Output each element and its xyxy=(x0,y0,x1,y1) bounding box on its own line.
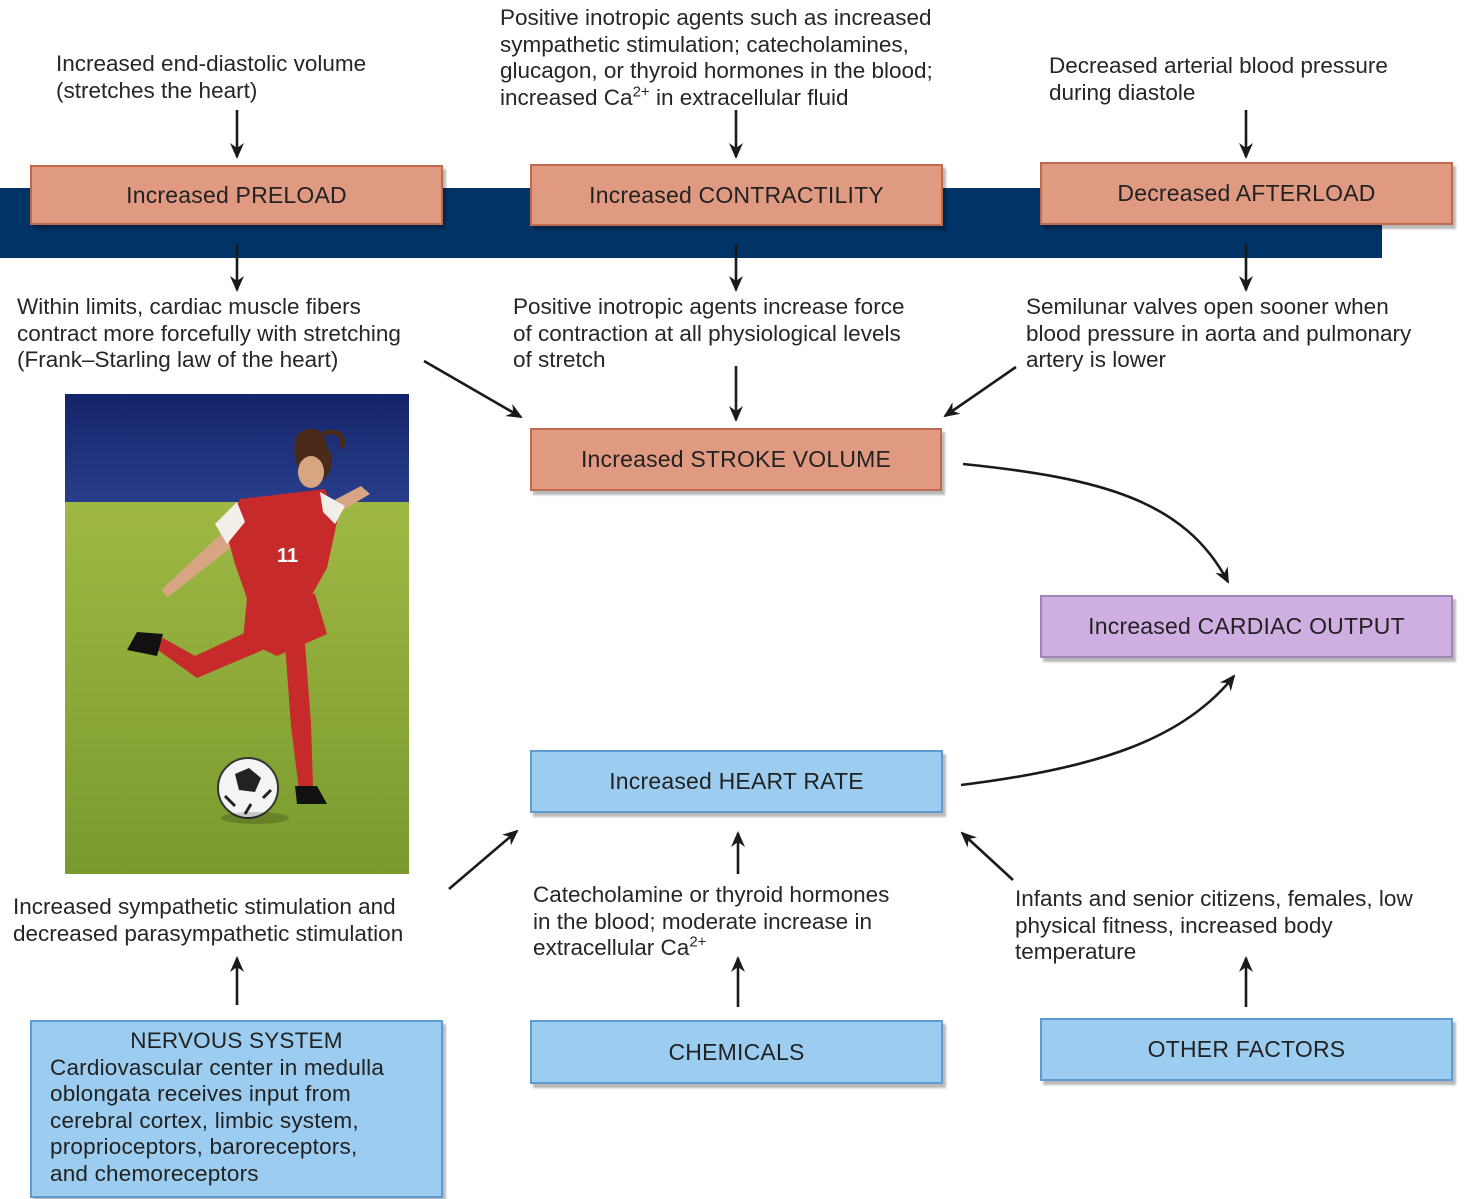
arrow-frank-starling-to-sv xyxy=(423,359,523,419)
contractility-cause-tail: in extracellular fluid xyxy=(649,84,849,110)
stroke-volume-box: Increased STROKE VOLUME xyxy=(530,428,942,491)
autonomic-stimulation-text: Increased sympathetic stimulation and de… xyxy=(13,894,404,946)
arrow-hr-to-cardiac-output xyxy=(960,674,1236,787)
nervous-system-title: NERVOUS SYSTEM xyxy=(130,1028,343,1053)
arrow-other-cause-to-hr xyxy=(960,831,1014,881)
jersey-number: 11 xyxy=(277,545,298,567)
cardiac-output-box: Increased CARDIAC OUTPUT xyxy=(1040,595,1453,658)
contractility-box: Increased CONTRACTILITY xyxy=(530,164,943,226)
frank-starling-text: Within limits, cardiac muscle fibers con… xyxy=(17,294,401,372)
calcium-superscript-hr: 2+ xyxy=(689,933,707,951)
nervous-system-description: Cardiovascular center in medulla oblonga… xyxy=(50,1054,385,1186)
afterload-cause-text: Decreased arterial blood pressure during… xyxy=(1049,53,1388,105)
chemical-cause-text: Catecholamine or thyroid hormones in the… xyxy=(533,882,889,962)
chemicals-box: CHEMICALS xyxy=(530,1020,943,1084)
heart-rate-box: Increased HEART RATE xyxy=(530,750,943,813)
preload-box: Increased PRELOAD xyxy=(30,165,443,225)
nervous-system-box: NERVOUS SYSTEM Cardiovascular center in … xyxy=(30,1020,443,1198)
chemical-cause-main: Catecholamine or thyroid hormones in the… xyxy=(533,882,890,960)
other-factor-cause-text: Infants and senior citizens, females, lo… xyxy=(1015,886,1413,964)
soccer-player-illustration: 11 xyxy=(65,394,409,874)
preload-cause-text: Increased end-diastolic volume (stretche… xyxy=(56,51,367,103)
arrow-sv-to-cardiac-output xyxy=(962,462,1230,584)
contractility-cause-text: Positive inotropic agents such as increa… xyxy=(500,5,933,111)
arrow-nervous-cause-to-hr xyxy=(448,829,519,890)
arrow-valves-to-sv xyxy=(943,365,1017,418)
other-factors-box: OTHER FACTORS xyxy=(1040,1018,1453,1081)
contractility-cause-main: Positive inotropic agents such as increa… xyxy=(500,5,933,110)
inotropic-force-text: Positive inotropic agents increase force… xyxy=(513,294,905,372)
semilunar-valves-text: Semilunar valves open sooner when blood … xyxy=(1026,294,1412,372)
calcium-superscript: 2+ xyxy=(632,83,650,100)
soccer-player-photo: 11 xyxy=(65,394,409,874)
afterload-box: Decreased AFTERLOAD xyxy=(1040,162,1453,225)
